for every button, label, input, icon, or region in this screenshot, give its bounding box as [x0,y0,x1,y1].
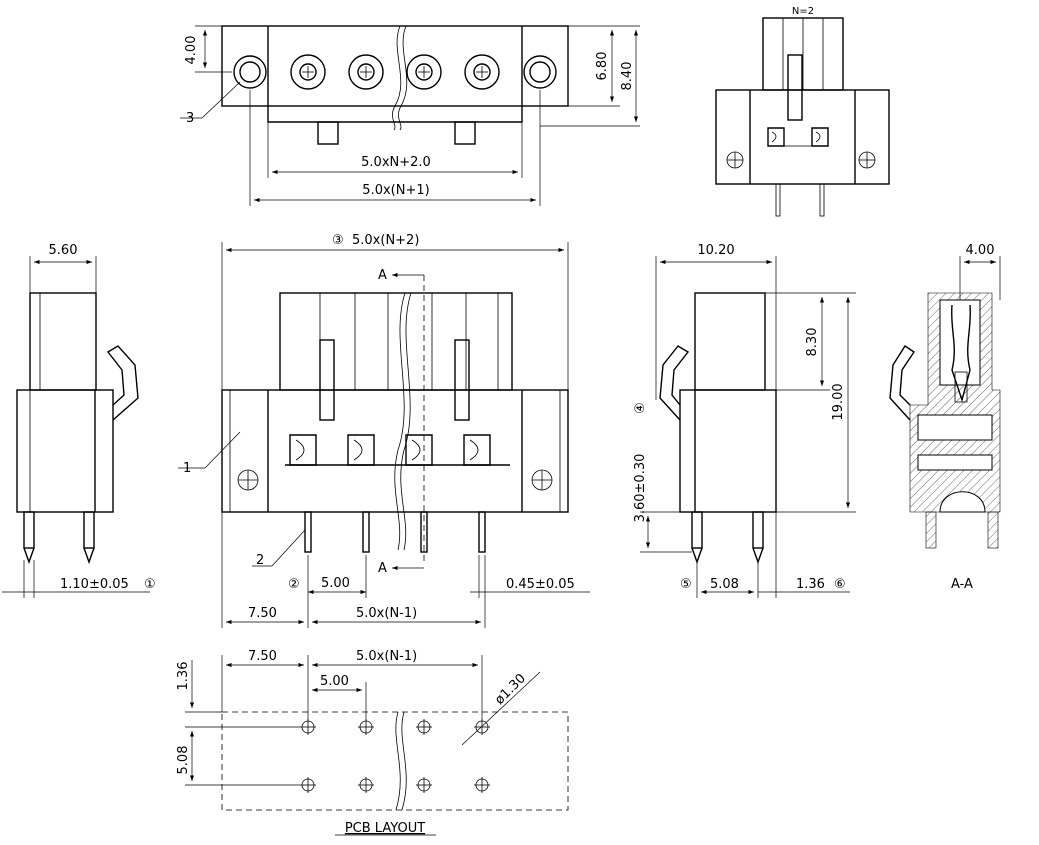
callout-3: 3 [186,111,194,126]
dim-8-40: 8.40 [620,62,635,91]
pcb-dim-5-08: 5.08 [176,746,191,775]
pcb-hole-dia: ø1.30 [492,671,529,708]
dim-5-60: 5.60 [49,243,78,258]
section-a-top: A [378,268,387,283]
pcb-layout-title: PCB LAYOUT [345,821,425,836]
callout-1: 1 [183,461,191,476]
front-view: A A ③ 5.0x(N+2) 1 2 5.00 ② 0.45±0.05 7.5… [178,233,590,628]
note-4: ④ [633,402,648,414]
pcb-layout: 7.50 5.0x(N-1) 5.00 1.36 5.08 ø1.30 PCB … [176,649,569,836]
dim-5xN2: 5.0xN+2.0 [361,155,431,170]
dim-4-00: 4.00 [184,36,199,65]
dim-1-36: 1.36 [796,577,825,592]
dim-5-08: 5.08 [710,577,739,592]
callout-2: 2 [256,553,264,568]
left-side-view: 5.60 1.10±0.05 ① [2,243,156,598]
section-a-bottom: A [378,561,387,576]
dim-6-80: 6.80 [595,52,610,81]
right-top-view: N=2 [715,6,890,217]
screw-heads [233,54,557,90]
note-6: ⑥ [834,577,846,592]
dim-5-00: 5.00 [321,576,350,591]
dim-8-30: 8.30 [805,328,820,357]
note-3: ③ [332,233,344,248]
top-view: 4.00 6.80 8.40 5.0xN+2.0 5.0x(N+1) 3 [180,25,640,206]
note-5: ⑤ [680,577,692,592]
dim-section-4-00: 4.00 [966,243,995,258]
pcb-dim-5-00: 5.00 [320,674,349,689]
dim-7-50: 7.50 [248,606,277,621]
wire-entries [285,434,510,466]
pcb-dim-7-50: 7.50 [248,649,277,664]
dim-5xN1: 5.0x(N+1) [362,183,429,198]
dim-19-00: 19.00 [831,383,846,420]
dim-total: 5.0x(N+2) [352,233,419,248]
dim-3-60: 3.60±0.30 [633,454,648,523]
note-2: ② [288,577,300,592]
pcb-dim-1-36: 1.36 [176,662,191,691]
dim-0-45: 0.45±0.05 [506,577,575,592]
n-label: N=2 [792,6,814,17]
dim-1-10: 1.10±0.05 [60,577,129,592]
dim-10-20: 10.20 [697,243,734,258]
section-label: A-A [951,577,973,592]
pcb-dim-span: 5.0x(N-1) [356,649,417,664]
section-view: 4.00 A-A [889,243,1001,592]
side-view: 10.20 8.30 19.00 3.60±0.30 ④ 5.08 ⑤ 1.36… [633,243,856,598]
dim-span: 5.0x(N-1) [356,606,417,621]
note-1: ① [144,577,156,592]
pcb-holes [300,719,490,793]
